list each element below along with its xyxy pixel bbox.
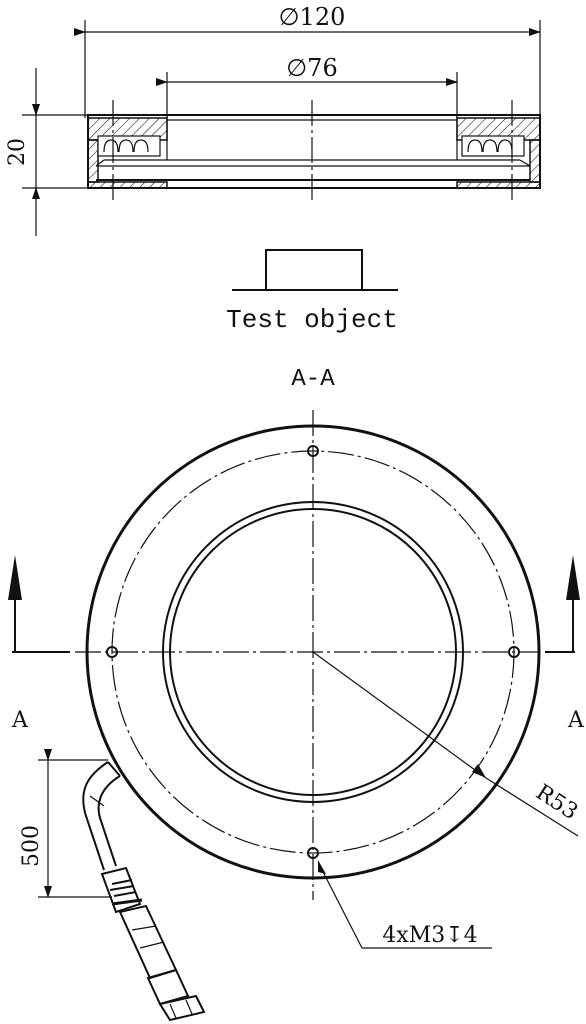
section-marker-left: A — [11, 708, 29, 733]
cable — [82, 761, 206, 1022]
test-object: Test object — [226, 249, 398, 335]
test-object-label: Test object — [226, 305, 398, 335]
side-view: ∅120 ∅76 20 — [5, 3, 541, 236]
dim-height: 20 — [5, 138, 30, 166]
bolt-hole-left — [106, 646, 118, 658]
led-profile-right — [461, 135, 525, 157]
section-title: A-A — [291, 366, 335, 393]
led-profile-left — [97, 135, 161, 157]
front-view: A A R53 4xM3↧4 500 — [8, 410, 585, 1022]
dim-inner-diameter: ∅76 — [286, 54, 337, 82]
bolt-hole-top — [307, 445, 319, 457]
dim-outer-diameter: ∅120 — [279, 3, 346, 31]
bolt-hole-right — [508, 646, 520, 658]
dim-cable-length: 500 — [19, 825, 44, 867]
section-marker-right: A — [567, 708, 585, 733]
dim-bolt-radius: R53 — [531, 780, 582, 825]
dim-holes: 4xM3↧4 — [382, 923, 477, 948]
bolt-hole-bottom — [307, 847, 319, 859]
